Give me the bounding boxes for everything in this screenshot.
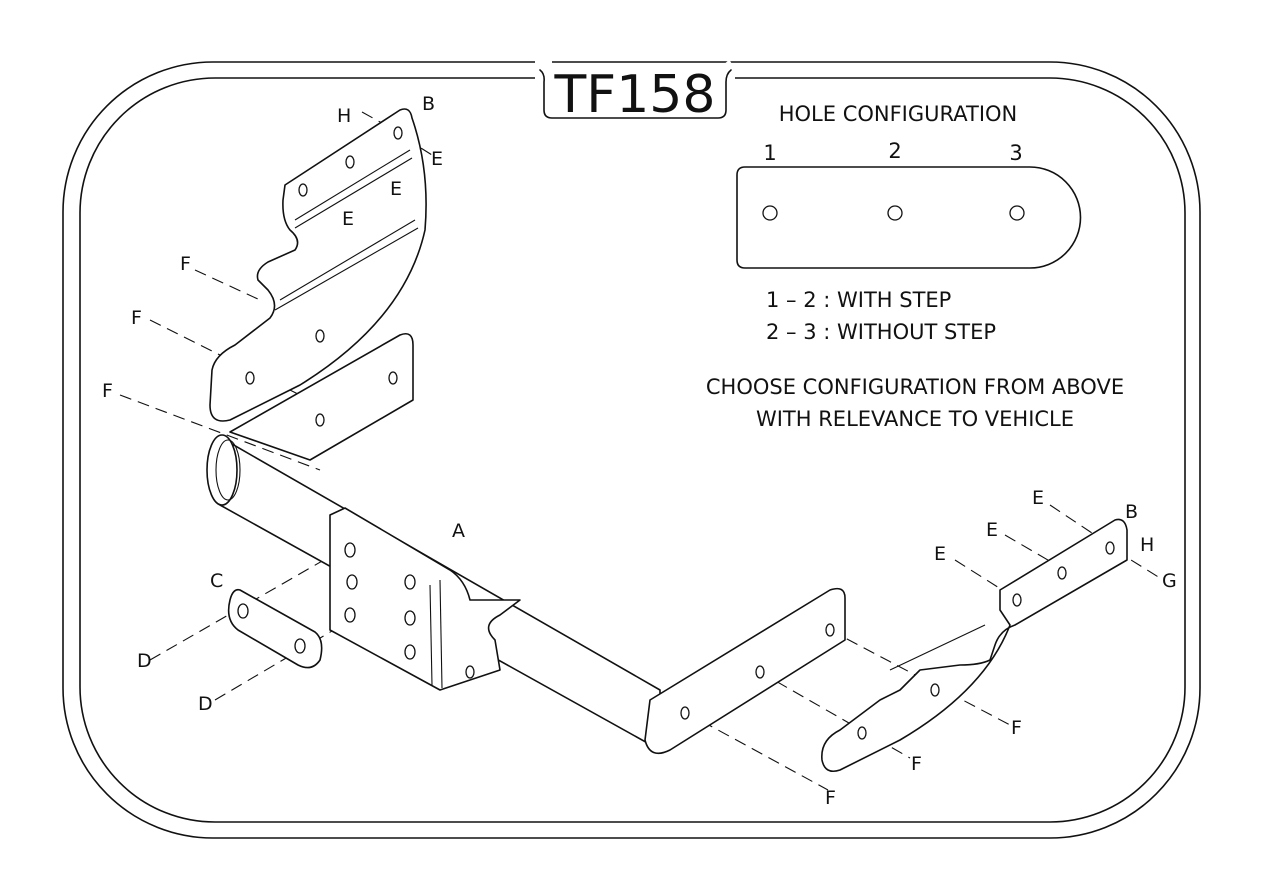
bolt-hole (404, 644, 416, 660)
callout-f: F (102, 380, 113, 402)
bracket-outline (821, 518, 1128, 773)
bolt-hole (1105, 541, 1115, 555)
tube-end (206, 434, 238, 506)
bend-line (429, 584, 433, 686)
callout-f: F (911, 753, 922, 775)
title-box (539, 69, 732, 119)
config-option-without-step: 2 – 3 : WITHOUT STEP (766, 320, 996, 344)
bolt-hole (245, 371, 255, 385)
spacer-outline (227, 588, 323, 669)
bolt-hole (344, 542, 356, 558)
config-option-with-step: 1 – 2 : WITH STEP (766, 288, 951, 312)
bolt-hole (404, 574, 416, 590)
right-side-bracket (821, 518, 1128, 773)
instruction-line-1: CHOOSE CONFIGURATION FROM ABOVE (706, 375, 1124, 399)
bolt-hole (1057, 566, 1067, 580)
callout-e: E (1032, 487, 1044, 509)
bend-line (294, 157, 413, 229)
spacer-plate (227, 588, 323, 669)
bend-line (279, 219, 416, 301)
bolt-line (194, 269, 261, 301)
bolt-hole (930, 683, 940, 697)
outer-frame (62, 61, 1201, 839)
bolt-hole (345, 155, 355, 169)
bolt-hole (346, 574, 358, 590)
bolt-hole (404, 610, 416, 626)
instruction-line-2: WITH RELEVANCE TO VEHICLE (756, 407, 1074, 431)
callout-e: E (431, 148, 443, 170)
callout-e: E (390, 178, 402, 200)
hole-position-1: 1 (763, 141, 776, 165)
callout-e: E (342, 208, 354, 230)
callout-e: E (986, 519, 998, 541)
bolt-hole (315, 329, 325, 343)
tube-end-inner (215, 439, 241, 501)
callout-b: B (1125, 501, 1138, 523)
hole-position-2: 2 (888, 139, 901, 163)
callout-e: E (934, 543, 946, 565)
right-mount-plate (644, 587, 846, 755)
callout-f: F (180, 253, 191, 275)
drawing-title: TF158 (554, 65, 716, 125)
callout-h: H (337, 105, 351, 127)
bolt-hole (388, 371, 398, 385)
callout-d: D (198, 693, 213, 715)
left-side-bracket (209, 108, 427, 422)
bolt-hole (315, 413, 325, 427)
bracket-outline (209, 108, 427, 422)
bolt-line (119, 394, 321, 471)
callout-f: F (825, 787, 836, 809)
bolt-hole (393, 126, 403, 140)
bolt-hole (294, 638, 306, 654)
hole-config-heading: HOLE CONFIGURATION (779, 102, 1018, 126)
callout-g: G (1162, 570, 1177, 592)
bolt-hole (237, 603, 249, 619)
hole-config-plate (736, 166, 1082, 269)
callout-a: A (452, 520, 465, 542)
callout-c: C (210, 570, 223, 592)
bolt-hole (465, 665, 475, 679)
hole-3 (1009, 205, 1025, 221)
bend-line (294, 149, 411, 221)
receiver-plate (329, 507, 521, 691)
bend-line (889, 624, 986, 671)
left-mount-plate (229, 332, 414, 461)
callout-b: B (422, 93, 435, 115)
hole-position-3: 3 (1009, 141, 1022, 165)
receiver-outline (329, 507, 521, 691)
bolt-hole (755, 665, 765, 679)
bolt-hole (298, 183, 308, 197)
bolt-hole (680, 706, 690, 720)
callout-h: H (1140, 534, 1154, 556)
bend-line (439, 579, 443, 689)
callout-f: F (1011, 717, 1022, 739)
callout-labels: H B E E E F F F A C D D E B E H E G F F … (102, 93, 1177, 809)
bolt-hole (857, 726, 867, 740)
bolt-hole (344, 607, 356, 623)
bend-line (274, 227, 419, 311)
hole-2 (887, 205, 903, 221)
bolt-hole (1012, 593, 1022, 607)
bolt-hole (825, 623, 835, 637)
callout-d: D (137, 650, 152, 672)
hole-1 (762, 205, 778, 221)
callout-f: F (131, 307, 142, 329)
